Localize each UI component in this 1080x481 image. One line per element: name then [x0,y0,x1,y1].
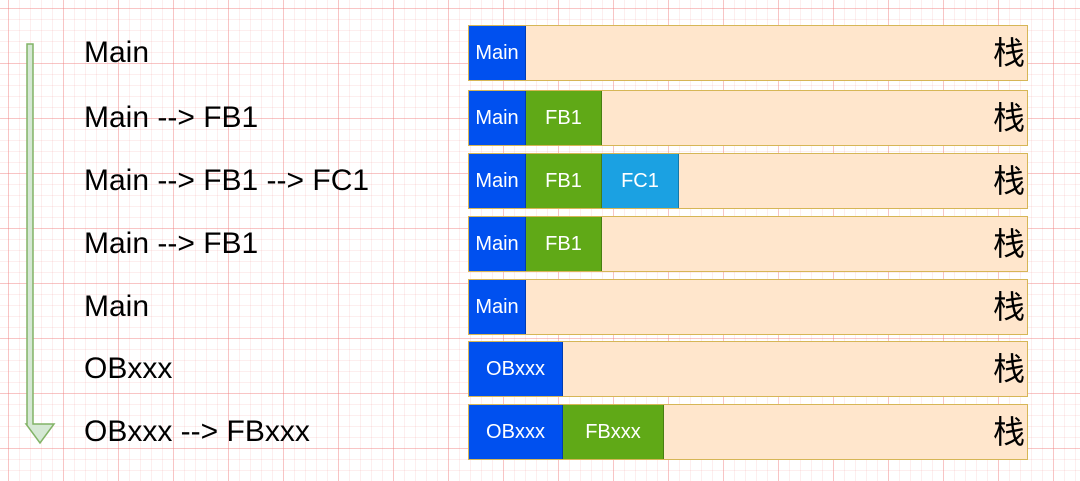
call-chain-label: Main --> FB1 [84,227,259,260]
stack-frame-fc1: FC1 [602,154,679,208]
stack-label: 栈 [992,225,1025,263]
stack-frame-fb1: FB1 [526,154,602,208]
stack-label: 栈 [992,34,1025,72]
call-chain-label: Main [84,36,150,69]
stack-label: 栈 [992,288,1025,326]
call-chain-label: OBxxx [84,352,173,385]
call-chain-label: Main [84,290,150,323]
stack-frame-main: Main [469,217,526,271]
stack-frame-fbxxx: FBxxx [563,405,664,459]
stack-bar: Main 栈 [468,25,1028,81]
stack-frame-main: Main [469,26,526,80]
call-chain-label: OBxxx --> FBxxx [84,415,310,448]
stack-label: 栈 [992,350,1025,388]
call-chain-label: Main --> FB1 [84,101,259,134]
stack-frame-obxxx: OBxxx [469,405,563,459]
time-arrow-icon [24,43,56,445]
call-chain-label: Main --> FB1 --> FC1 [84,164,370,197]
stack-label: 栈 [992,413,1025,451]
stack-label: 栈 [992,99,1025,137]
stack-frame-main: Main [469,91,526,145]
stack-frame-fb1: FB1 [526,217,602,271]
stack-bar: OBxxx 栈 [468,341,1028,397]
stack-frame-fb1: FB1 [526,91,602,145]
stack-bar: Main 栈 [468,279,1028,335]
stack-frame-main: Main [469,154,526,208]
stack-frame-obxxx: OBxxx [469,342,563,396]
stack-frame-main: Main [469,280,526,334]
stack-label: 栈 [992,162,1025,200]
